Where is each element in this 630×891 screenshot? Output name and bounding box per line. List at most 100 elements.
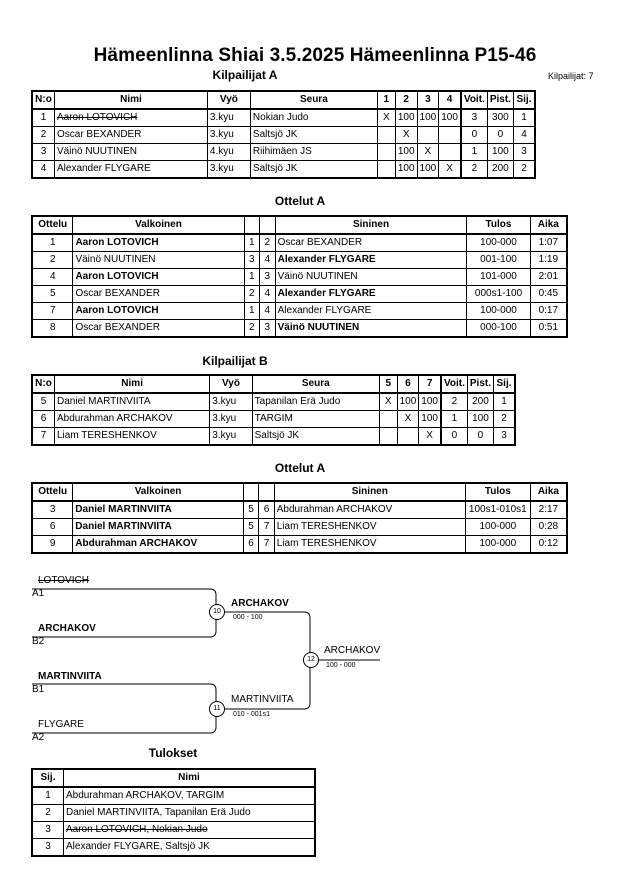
pool-a-table: N:o Nimi Vyö Seura 1 2 3 4 Voit. Pist. S…	[31, 90, 536, 179]
col-header	[258, 482, 275, 502]
col-header: Nimi	[63, 768, 316, 788]
bracket-score-11: 010 - 001s1	[233, 711, 270, 718]
match-time: 0:28	[529, 518, 568, 536]
bracket-line	[224, 667, 311, 710]
table-cell: 4.kyu	[206, 143, 251, 161]
col-header: Sininen	[274, 215, 468, 235]
table-cell: 100	[394, 143, 418, 161]
blue-competitor: Liam TERESHENKOV	[273, 535, 466, 554]
table-cell: 9	[31, 535, 74, 554]
competitor-name: Abdurahman ARCHAKOV	[53, 410, 211, 428]
table-cell: 3	[493, 427, 516, 446]
table-cell: 6	[31, 410, 55, 428]
table-cell: 100	[486, 143, 514, 161]
match-time: 0:12	[529, 535, 568, 554]
bracket-seed-4: A2	[32, 732, 45, 743]
table-cell: Riihimäen JS	[249, 143, 378, 161]
col-header: Tulos	[464, 482, 531, 502]
table-cell: 3	[31, 838, 64, 857]
bracket-winner-12: ARCHAKOV	[324, 645, 381, 656]
bracket-score-12: 100 - 000	[326, 662, 356, 669]
col-header: Sij.	[512, 90, 536, 110]
col-header: Sij.	[31, 768, 64, 788]
table-cell: 0	[466, 427, 495, 446]
match-time: 0:17	[529, 302, 568, 320]
match-number-10: 10	[213, 608, 221, 615]
bracket-line	[32, 683, 217, 702]
table-cell: TARGIM	[251, 410, 380, 428]
bracket-winner-10: ARCHAKOV	[231, 598, 289, 609]
table-cell: 3	[31, 143, 55, 161]
pool-b-table: N:o Nimi Vyö Seura 5 6 7 Voit. Pist. Sij…	[31, 374, 516, 446]
col-header: Aika	[529, 482, 568, 502]
matches-a-heading: Ottelut A	[274, 194, 326, 208]
match-number-11: 11	[213, 705, 221, 712]
table-cell: 200	[486, 160, 514, 179]
result-name: Alexander FLYGARE, Saltsjö JK	[63, 838, 316, 857]
bracket-line	[32, 716, 217, 734]
table-cell: 3	[460, 108, 488, 127]
match-result: 100-000	[466, 302, 531, 320]
bracket-seed-3: B1	[32, 684, 45, 695]
bracket-line	[32, 588, 217, 605]
bracket-entry-4: FLYGARE	[38, 719, 84, 730]
bracket-seed-1: A1	[32, 588, 45, 599]
bracket-seed-2: B2	[32, 636, 45, 647]
table-cell: 1	[31, 786, 64, 805]
col-header: 4	[438, 90, 462, 110]
match-time: 0:51	[529, 319, 568, 338]
match-result: 100-000	[464, 518, 531, 536]
col-header: 3	[416, 90, 440, 110]
results-heading: Tulokset	[148, 746, 198, 760]
result-name: Abdurahman ARCHAKOV, TARGIM	[63, 786, 316, 805]
table-cell: 7	[31, 427, 55, 446]
col-header: Tulos	[466, 215, 531, 235]
competitor-name: Liam TERESHENKOV	[53, 427, 211, 446]
table-cell: 3.kyu	[206, 160, 251, 179]
match-circle	[209, 701, 225, 717]
bracket-line	[32, 619, 217, 638]
col-header: N:o	[31, 374, 55, 394]
col-header: Vyö	[206, 90, 251, 110]
white-competitor: Daniel MARTINVIITA	[72, 518, 244, 536]
table-cell	[438, 143, 462, 161]
page-title: Hämeenlinna Shiai 3.5.2025 Hämeenlinna P…	[93, 45, 537, 66]
white-competitor: Aaron LOTOVICH	[72, 302, 245, 320]
table-cell: Saltsjö JK	[251, 427, 380, 446]
match-circle	[303, 652, 319, 668]
match-result: 100-000	[464, 535, 531, 554]
col-header: Voit.	[440, 374, 468, 394]
col-header: Nimi	[53, 90, 208, 110]
white-competitor: Abdurahman ARCHAKOV	[72, 535, 244, 554]
blue-competitor: Liam TERESHENKOV	[273, 518, 466, 536]
table-cell: 7	[258, 518, 275, 536]
col-header: Seura	[251, 374, 380, 394]
col-header: Sij.	[493, 374, 516, 394]
white-competitor: Oscar BEXANDER	[72, 319, 245, 338]
col-header: 1	[376, 90, 396, 110]
bracket-entry-1: LOTOVICH	[38, 575, 89, 586]
bracket-entry-2: ARCHAKOV	[38, 623, 96, 634]
table-cell: 2	[493, 410, 516, 428]
col-header: Nimi	[53, 374, 211, 394]
table-cell: 0	[440, 427, 468, 446]
bracket-score-10: 000 - 100	[233, 614, 263, 621]
match-circle	[209, 604, 225, 620]
col-header: Aika	[529, 215, 568, 235]
bracket-entry-3: MARTINVIITA	[38, 671, 102, 682]
table-cell: 7	[258, 535, 275, 554]
pool-b-heading: Kilpailijat B	[202, 354, 268, 368]
blue-competitor: Alexander FLYGARE	[274, 302, 468, 320]
table-cell	[376, 143, 396, 161]
table-cell: 3.kyu	[209, 427, 253, 446]
table-cell: 2	[31, 804, 64, 822]
